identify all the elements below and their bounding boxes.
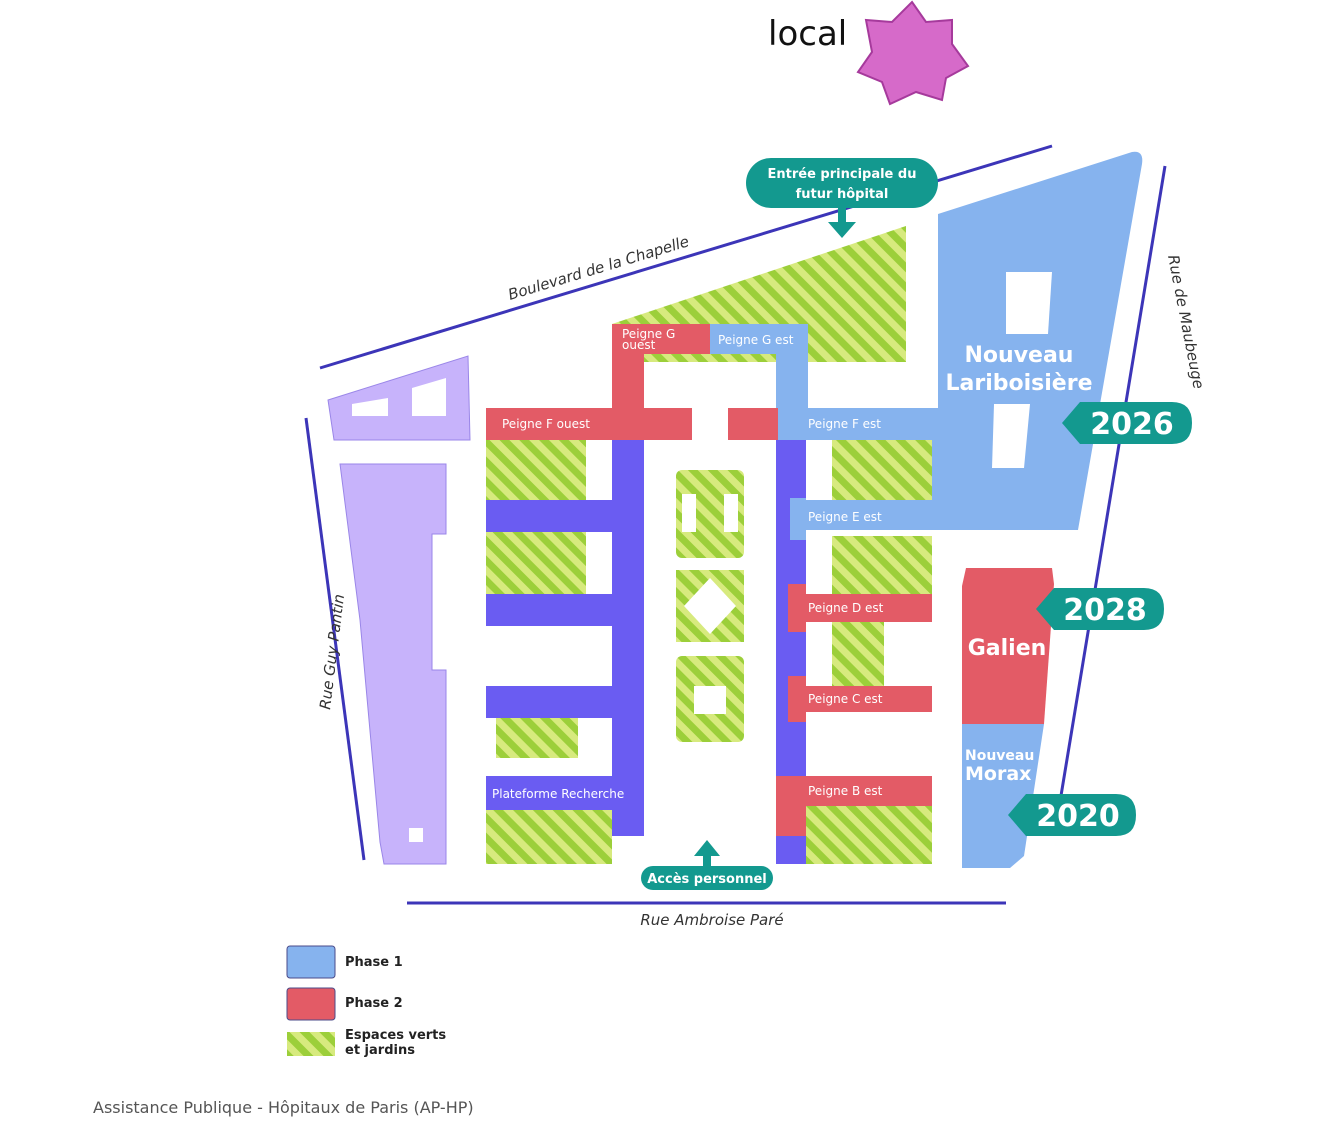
- peigne-f-est-label: Peigne F est: [808, 417, 881, 431]
- galien-label: Galien: [968, 636, 1047, 661]
- up-arrow-icon: [694, 840, 720, 856]
- west-comb-corridor: [486, 440, 644, 836]
- legend: [286, 945, 336, 1056]
- legend-swatch-phase2: [286, 987, 336, 1021]
- street-label-south: Rue Ambroise Paré: [640, 911, 783, 929]
- star-marker-icon: [856, 0, 970, 106]
- peigne-f-ouest-label: Peigne F ouest: [502, 417, 590, 431]
- green-spaces: [486, 226, 932, 864]
- nouveau-lariboisiere-building: [776, 151, 1143, 530]
- other-building-northwest: [327, 355, 471, 441]
- main-entrance-label-1: Entrée principale du: [768, 167, 917, 182]
- legend-swatch-phase1: [286, 945, 336, 979]
- peigne-g-est-label: Peigne G est: [718, 333, 794, 347]
- legend-green-label-2: et jardins: [345, 1043, 415, 1058]
- local-label: local: [768, 14, 848, 54]
- street-label-east: Rue de Maubeuge: [1164, 253, 1208, 390]
- year-2020-text: 2020: [1036, 799, 1120, 834]
- staff-access-callout: Accès personnel: [641, 840, 773, 890]
- year-badge-2026: 2026: [1062, 402, 1192, 444]
- plateforme-recherche-label: Plateforme Recherche: [492, 787, 624, 801]
- other-building-west: [339, 463, 447, 865]
- year-2026-text: 2026: [1090, 407, 1174, 442]
- legend-green-label-1: Espaces verts: [345, 1028, 447, 1043]
- down-arrow-icon: [838, 208, 846, 226]
- year-2028-text: 2028: [1063, 593, 1147, 628]
- main-entrance-callout: Entrée principale du futur hôpital: [746, 158, 938, 238]
- main-entrance-label-2: futur hôpital: [796, 187, 889, 202]
- morax-label-1: Nouveau: [965, 748, 1034, 764]
- peigne-e-est-building: [790, 498, 806, 540]
- image-credit: Assistance Publique - Hôpitaux de Paris …: [93, 1098, 474, 1117]
- street-line-east: [1053, 165, 1167, 833]
- peigne-e-est-label: Peigne E est: [808, 510, 882, 524]
- phase2-combs: [486, 324, 932, 836]
- peigne-b-est-label: Peigne B est: [808, 784, 883, 798]
- legend-phase2-label: Phase 2: [345, 996, 403, 1011]
- street-label-north: Boulevard de la Chapelle: [506, 232, 691, 304]
- peigne-d-est-label: Peigne D est: [808, 601, 884, 615]
- peigne-g-ouest-label-2: ouest: [622, 338, 656, 352]
- year-badge-2020: 2020: [1008, 794, 1136, 836]
- year-badge-2028: 2028: [1036, 588, 1164, 630]
- peigne-c-est-label: Peigne C est: [808, 692, 883, 706]
- galien-building: [962, 568, 1054, 724]
- street-line-west: [304, 417, 366, 861]
- staff-access-label: Accès personnel: [647, 872, 767, 887]
- peigne-g-ouest-label-1: Peigne G: [622, 327, 675, 341]
- peigne-g-est-building: [710, 324, 808, 410]
- lariboisiere-label-1: Nouveau: [965, 343, 1074, 368]
- legend-phase1-label: Phase 1: [345, 955, 403, 970]
- legend-swatch-green: [287, 1032, 335, 1056]
- lariboisiere-label-2: Lariboisière: [946, 371, 1093, 396]
- morax-label-2: Morax: [965, 763, 1031, 785]
- peigne-labels: Peigne G ouest Peigne G est Peigne F oue…: [492, 327, 884, 801]
